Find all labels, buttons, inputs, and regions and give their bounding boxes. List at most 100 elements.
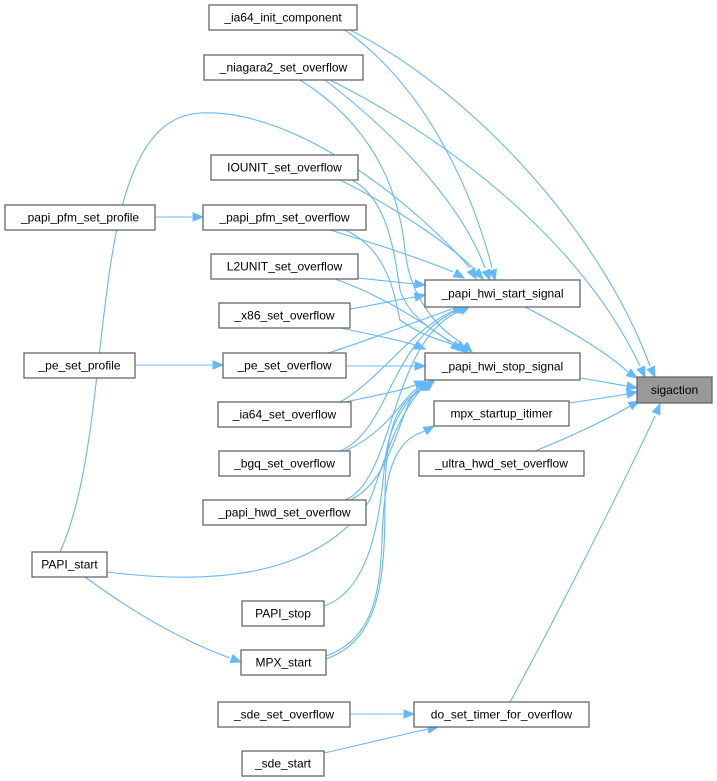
node-papi-hwd-set-overflow[interactable]: _papi_hwd_set_overflow — [202, 499, 367, 526]
node-papi-start[interactable]: PAPI_start — [31, 551, 108, 578]
node-box[interactable] — [222, 352, 347, 379]
arrowhead-icon — [487, 268, 498, 282]
node-ia64-set-overflow[interactable]: _ia64_set_overflow — [217, 401, 352, 428]
edge-papi-hwi-start-signal-to-sigaction — [524, 306, 639, 379]
edge-line — [339, 179, 476, 271]
node-box[interactable] — [217, 701, 351, 728]
edge-line — [524, 306, 629, 373]
node-box[interactable] — [218, 302, 351, 329]
edge-line — [327, 308, 453, 354]
arrowhead-icon — [625, 381, 639, 391]
node-box[interactable] — [203, 54, 364, 81]
node-x86-set-overflow[interactable]: _x86_set_overflow — [218, 302, 351, 329]
arrowhead-icon — [449, 340, 463, 352]
node-niagara2-set-overflow[interactable]: _niagara2_set_overflow — [203, 54, 364, 81]
nodes-layer: sigaction _papi_hwi_start_signal _papi_hwi… — [4, 4, 713, 777]
edge-l2unit-set-overflow-to-papi-hwi-stop-signal — [334, 278, 463, 352]
node-papi-hwi-start-signal[interactable]: _papi_hwi_start_signal — [424, 279, 581, 308]
edge-do-set-timer-for-overflow-to-sigaction — [509, 402, 661, 703]
node-box[interactable] — [210, 253, 359, 280]
node-label: _pe_set_overflow — [236, 359, 331, 373]
node-box[interactable] — [23, 352, 136, 379]
edge-line — [329, 229, 454, 273]
node-box[interactable] — [217, 401, 352, 428]
edge-niagara2-set-overflow-to-sigaction — [329, 79, 646, 379]
arrowhead-icon — [472, 268, 484, 281]
node-box[interactable] — [4, 204, 156, 231]
arrowhead-icon — [403, 709, 416, 719]
node-do-set-timer-for-overflow[interactable]: do_set_timer_for_overflow — [413, 701, 590, 728]
node-label: PAPI_stop — [255, 607, 311, 621]
node-box[interactable] — [424, 279, 581, 308]
node-sde-start[interactable]: _sde_start — [241, 750, 325, 777]
node-label: _ia64_init_component — [223, 11, 342, 25]
arrowhead-icon — [192, 212, 205, 222]
edge-ia64-init-component-to-sigaction — [349, 29, 656, 379]
node-bgq-set-overflow[interactable]: _bgq_set_overflow — [218, 450, 351, 477]
node-l2unit-set-overflow[interactable]: L2UNIT_set_overflow — [210, 253, 359, 280]
node-mpx-startup-itimer[interactable]: mpx_startup_itimer — [433, 400, 570, 427]
node-sigaction[interactable]: sigaction — [636, 376, 713, 404]
edge-sde-start-to-do-set-timer-for-overflow — [323, 724, 440, 754]
node-label: _bgq_set_overflow — [233, 457, 335, 471]
edge-line — [349, 296, 416, 310]
node-label: MPX_start — [255, 656, 312, 670]
node-sde-set-overflow[interactable]: _sde_set_overflow — [217, 701, 351, 728]
node-box[interactable] — [210, 154, 359, 181]
node-pe-set-profile[interactable]: _pe_set_profile — [23, 352, 136, 379]
node-ultra-hwd-set-overflow[interactable]: _ultra_hwd_set_overflow — [418, 450, 585, 477]
node-box[interactable] — [636, 376, 713, 404]
edge-line — [299, 79, 463, 344]
node-label: do_set_timer_for_overflow — [431, 708, 573, 722]
arrowhead-icon — [414, 361, 427, 371]
arrowhead-icon — [422, 380, 436, 392]
edge-ultra-hwd-set-overflow-to-sigaction — [534, 400, 641, 452]
edge-l2unit-set-overflow-to-papi-hwi-start-signal — [357, 277, 427, 289]
arrowhead-icon — [625, 368, 639, 379]
edge-line — [351, 179, 456, 345]
node-box[interactable] — [424, 352, 581, 381]
node-box[interactable] — [202, 499, 367, 526]
node-box[interactable] — [413, 701, 590, 728]
edge-papi-pfm-set-overflow-to-papi-hwi-start-signal — [329, 229, 466, 279]
node-ia64-init-component[interactable]: _ia64_init_component — [208, 4, 358, 31]
node-papi-pfm-set-profile[interactable]: _papi_pfm_set_profile — [4, 204, 156, 231]
arrowhead-icon — [452, 268, 466, 279]
edge-line — [579, 377, 628, 387]
node-label: _papi_pfm_set_profile — [20, 211, 139, 225]
edge-line — [344, 29, 493, 269]
node-papi-hwi-stop-signal[interactable]: _papi_hwi_stop_signal — [424, 352, 581, 381]
node-papi-stop[interactable]: PAPI_stop — [241, 600, 325, 627]
edge-papi-start-to-mpx-start — [84, 576, 243, 663]
edge-line — [324, 79, 486, 269]
edge-sde-set-overflow-to-do-set-timer-for-overflow — [350, 709, 416, 719]
node-label: IOUNIT_set_overflow — [227, 161, 342, 175]
node-box[interactable] — [202, 204, 367, 231]
node-box[interactable] — [418, 450, 585, 477]
arrowhead-icon — [646, 365, 656, 379]
node-iounit-set-overflow[interactable]: IOUNIT_set_overflow — [210, 154, 359, 181]
node-box[interactable] — [208, 4, 358, 31]
edge-line — [344, 387, 419, 452]
node-box[interactable] — [218, 450, 351, 477]
arrowhead-icon — [422, 425, 436, 436]
node-papi-pfm-set-overflow[interactable]: _papi_pfm_set_overflow — [202, 204, 367, 231]
node-box[interactable] — [433, 400, 570, 427]
node-box[interactable] — [240, 649, 327, 676]
edge-line — [534, 405, 631, 452]
node-box[interactable] — [241, 750, 325, 777]
edge-pe-set-profile-to-pe-set-overflow — [135, 360, 225, 370]
node-box[interactable] — [241, 600, 325, 627]
edge-line — [325, 430, 426, 657]
edge-line — [334, 278, 451, 343]
node-pe-set-overflow[interactable]: _pe_set_overflow — [222, 352, 347, 379]
node-label: _papi_hwi_stop_signal — [441, 360, 563, 374]
arrowhead-icon — [466, 267, 477, 281]
edge-mpx-start-to-papi-hwi-stop-signal — [325, 380, 436, 660]
arrowhead-icon — [651, 402, 661, 416]
node-label: _sde_start — [254, 757, 312, 771]
edges-layer — [59, 29, 661, 754]
node-box[interactable] — [31, 551, 108, 578]
node-mpx-start[interactable]: MPX_start — [240, 649, 327, 676]
